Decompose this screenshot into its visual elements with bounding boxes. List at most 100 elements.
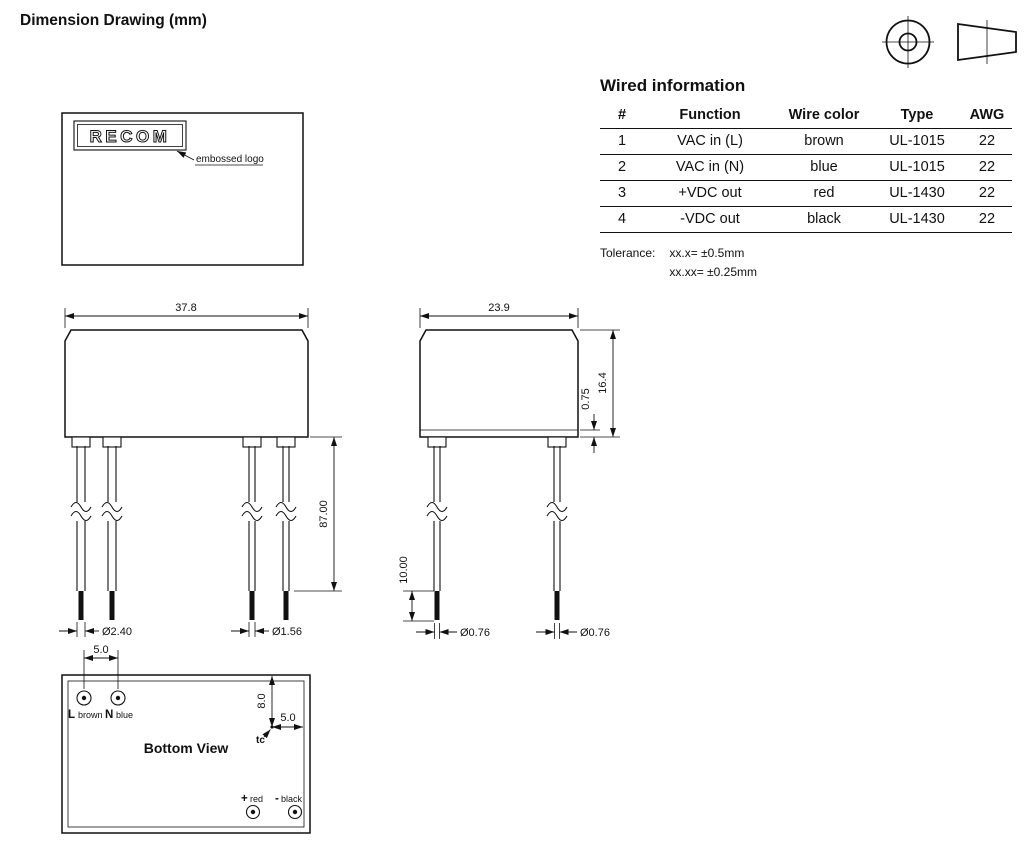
dimension-wire-dia-right: Ø1.56 <box>231 622 302 638</box>
dimension-tc-from-top: 8.0 <box>256 676 275 727</box>
top-view-outline <box>61 112 304 266</box>
dim-standoff-label: 0.75 <box>580 388 592 409</box>
pin-l-color-label: brown <box>78 710 103 720</box>
dimension-pin-spacing: 5.0 <box>83 644 119 689</box>
cell: red <box>776 180 872 207</box>
cell: VAC in (N) <box>644 154 776 181</box>
dim-lead-length-label: 87.00 <box>318 500 330 528</box>
pin-neg <box>287 804 303 820</box>
pin-seat <box>276 436 296 448</box>
dim-depth-label: 23.9 <box>488 302 509 314</box>
dim-wire-dia-left-label: Ø2.40 <box>102 626 132 638</box>
wire-lead-6 <box>546 446 568 620</box>
tolerance-label: Tolerance: <box>600 246 656 260</box>
dimension-width: 37.8 <box>64 302 309 328</box>
pin-pos-label: + <box>241 793 248 805</box>
projection-symbol-circle-icon <box>882 16 934 68</box>
dimension-tip-dia-left: Ø0.76 <box>416 623 490 639</box>
cell: brown <box>776 128 872 155</box>
dim-tc-top-label: 8.0 <box>256 693 268 708</box>
dimension-lead-length: 87.00 <box>294 436 342 592</box>
wire-lead-4 <box>275 446 297 620</box>
dimension-wire-dia-left: Ø2.40 <box>59 622 132 638</box>
pin-n <box>110 690 126 706</box>
embossed-logo-callout: embossed logo <box>176 150 264 166</box>
cell: -VDC out <box>644 206 776 233</box>
dim-pin-spacing-label: 5.0 <box>93 644 108 656</box>
recom-logo-text: RECOM <box>90 127 171 146</box>
pin-seat <box>71 436 91 448</box>
pin-pos-color-label: red <box>250 794 263 804</box>
col-header-type: Type <box>872 103 962 129</box>
cell: blue <box>776 154 872 181</box>
pin-seat <box>427 436 447 448</box>
tc-label: tc <box>256 735 265 746</box>
cell: 22 <box>962 206 1012 233</box>
dim-tc-right-label: 5.0 <box>280 712 295 724</box>
embossed-logo-label: embossed logo <box>196 154 264 165</box>
front-body-outline <box>64 329 309 438</box>
table-row: 2 VAC in (N) blue UL-1015 22 <box>600 154 1012 181</box>
side-view: 23.9 16.4 <box>398 302 620 639</box>
recom-logo: RECOM <box>73 120 187 151</box>
cell: UL-1015 <box>872 154 962 181</box>
tolerance-value-2: xx.xx= ±0.25mm <box>669 265 757 279</box>
dim-width-label: 37.8 <box>175 302 196 314</box>
wired-info-table: # Function Wire color Type AWG 1 VAC in … <box>600 103 1012 233</box>
wire-lead-3 <box>241 446 263 620</box>
wire-lead-2 <box>101 446 123 620</box>
cell: UL-1430 <box>872 180 962 207</box>
tc-marker: tc <box>256 725 274 746</box>
pin-neg-color-label: black <box>281 794 303 804</box>
dim-wire-dia-right-label: Ø1.56 <box>272 626 302 638</box>
table-row: 1 VAC in (L) brown UL-1015 22 <box>600 128 1012 155</box>
bottom-view-inner-outline <box>67 680 305 828</box>
tolerance-note: Tolerance: xx.x= ±0.5mm xx.xx= ±0.25mm <box>600 246 757 279</box>
dim-tip-dia-left-label: Ø0.76 <box>460 627 490 639</box>
dim-tip-dia-right-label: Ø0.76 <box>580 627 610 639</box>
table-row: 4 -VDC out black UL-1430 22 <box>600 206 1012 233</box>
projection-symbol-cone-icon <box>957 20 1017 64</box>
dim-height-label: 16.4 <box>597 372 609 393</box>
table-row: 3 +VDC out red UL-1430 22 <box>600 180 1012 207</box>
dimension-standoff: 0.75 <box>580 388 600 453</box>
front-view: 37.8 <box>59 302 342 638</box>
cell: UL-1430 <box>872 206 962 233</box>
bottom-view: 5.0 L brown N blue Bottom View 8.0 5.0 <box>61 644 311 834</box>
dimension-tc-from-right: 5.0 <box>272 712 303 730</box>
cell: 3 <box>600 180 644 207</box>
cell: 1 <box>600 128 644 155</box>
side-body-outline <box>419 329 579 438</box>
cell: UL-1015 <box>872 128 962 155</box>
cell: 22 <box>962 180 1012 207</box>
col-header-number: # <box>600 103 644 129</box>
pin-neg-label: - <box>275 793 279 805</box>
dimension-depth: 23.9 <box>419 302 579 328</box>
col-header-wirecolor: Wire color <box>776 103 872 129</box>
pin-seat <box>102 436 122 448</box>
pin-l-label: L <box>68 709 75 721</box>
dimension-tip-dia-right: Ø0.76 <box>536 623 610 639</box>
pin-pos <box>245 804 261 820</box>
dimension-strip-length: 10.00 <box>398 556 434 622</box>
wire-lead-5 <box>426 446 448 620</box>
cell: black <box>776 206 872 233</box>
col-header-awg: AWG <box>962 103 1012 129</box>
pin-seat <box>242 436 262 448</box>
col-header-function: Function <box>644 103 776 129</box>
wire-lead-1 <box>70 446 92 620</box>
cell: 4 <box>600 206 644 233</box>
page-title: Dimension Drawing (mm) <box>20 12 207 29</box>
bottom-view-title: Bottom View <box>144 740 229 756</box>
cell: 2 <box>600 154 644 181</box>
cell: 22 <box>962 154 1012 181</box>
pin-n-color-label: blue <box>116 710 133 720</box>
cell: VAC in (L) <box>644 128 776 155</box>
tolerance-value-1: xx.x= ±0.5mm <box>669 246 745 260</box>
cell: +VDC out <box>644 180 776 207</box>
bottom-view-outline <box>61 674 311 834</box>
wired-info-panel: Wired information # Function Wire color … <box>600 76 1012 233</box>
dimension-height: 16.4 <box>580 329 620 438</box>
pin-l <box>76 690 92 706</box>
